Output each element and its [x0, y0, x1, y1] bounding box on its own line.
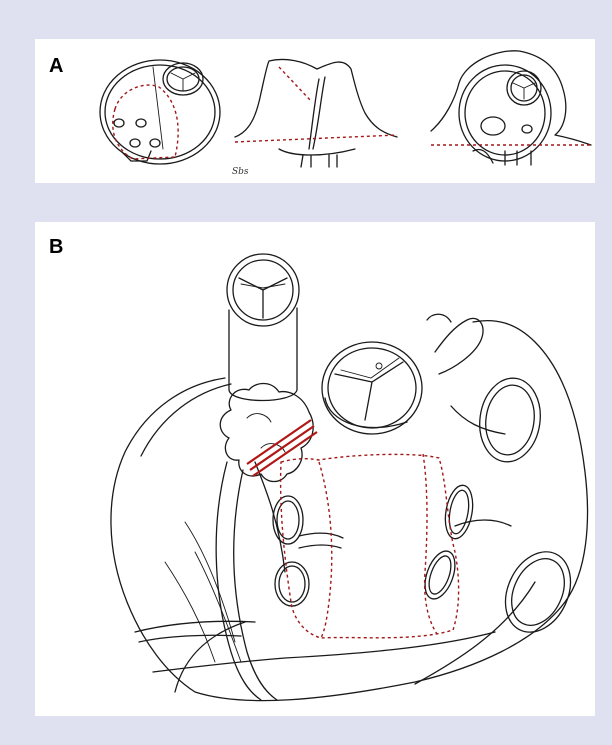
aortic-valve: [322, 342, 422, 434]
pulmonary-vein-right-upper: [474, 374, 545, 466]
drawing-a1: [100, 60, 220, 164]
pulmonary-vein-mid-upper: [442, 483, 477, 541]
panel-a: A Sbs: [35, 39, 595, 183]
panel-a-drawings: [35, 39, 595, 183]
pulmonary-vein-left-upper: [273, 496, 303, 544]
drawing-a3: [431, 51, 591, 165]
pulmonary-trunk: [227, 254, 299, 401]
panel-b-heart-drawing: [35, 222, 595, 716]
pulmonary-vein-left-lower: [275, 562, 309, 606]
panel-b: B: [35, 222, 595, 716]
pulmonary-vein-right-lower: [493, 541, 583, 642]
drawing-a2: [235, 59, 397, 167]
